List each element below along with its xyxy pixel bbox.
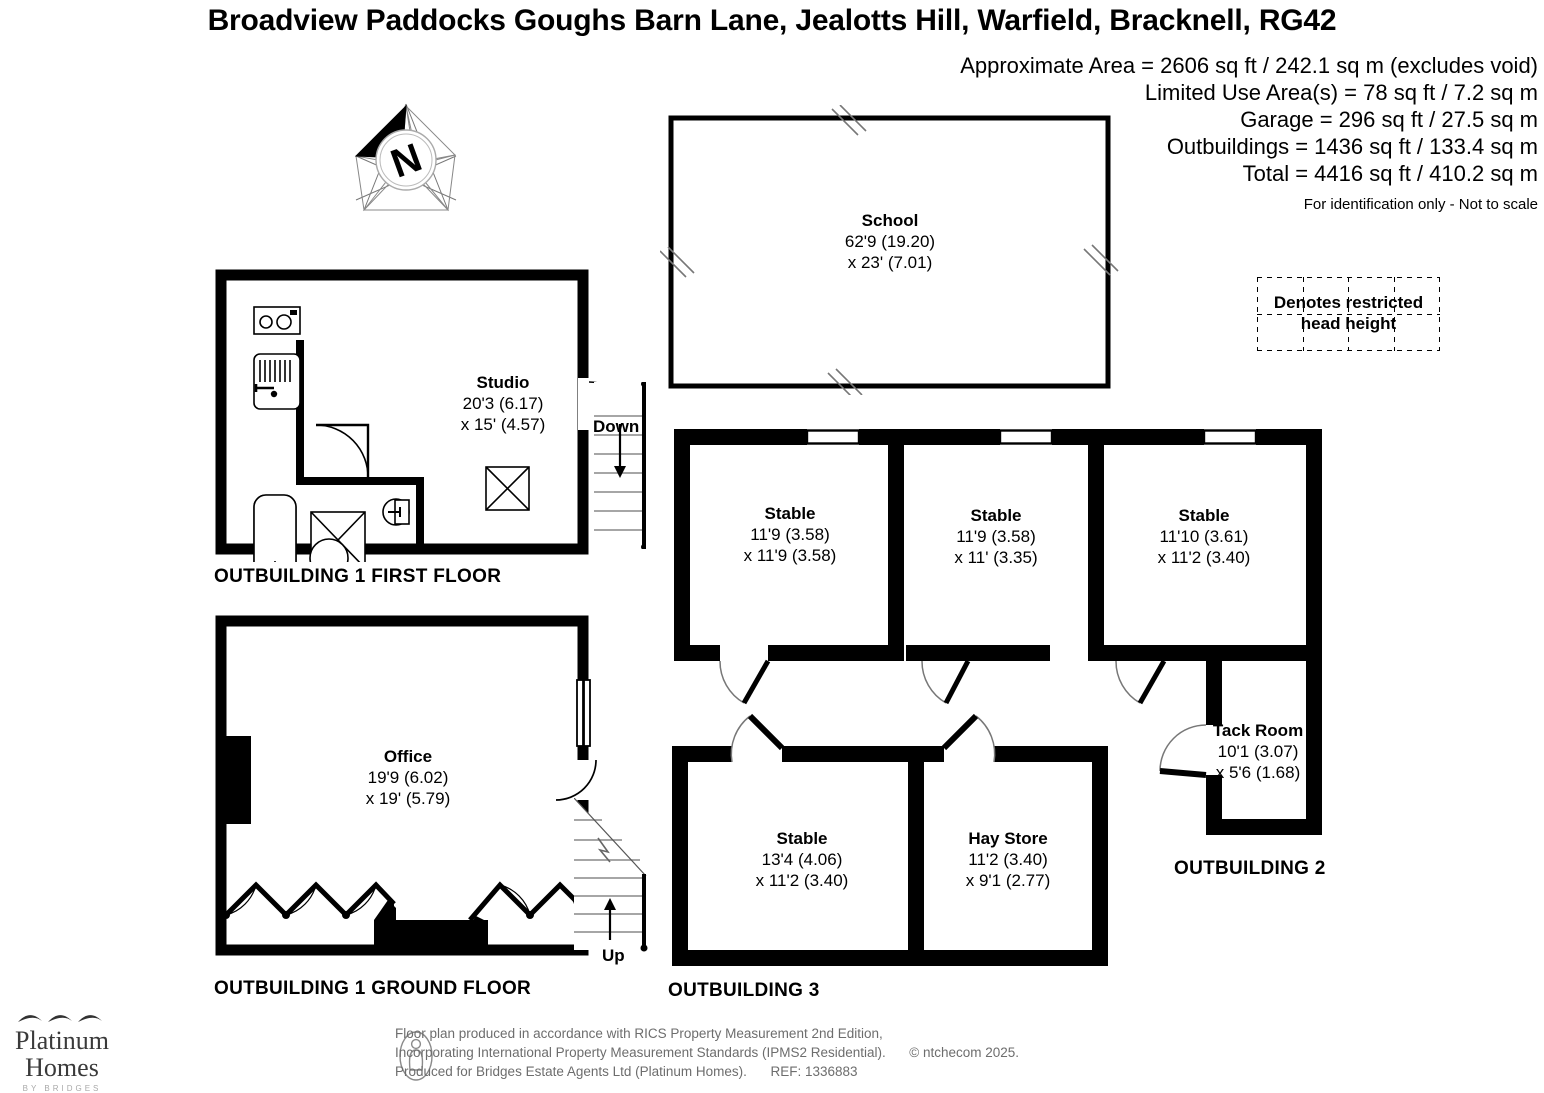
caption-outbuilding-1-ground-floor: OUTBUILDING 1 GROUND FLOOR	[214, 978, 532, 999]
stable-3-label: Stable 11'10 (3.61) x 11'2 (3.40)	[1104, 505, 1304, 568]
tack-room-name: Tack Room	[1212, 721, 1304, 740]
stable-3-dim2: x 11'2 (3.40)	[1157, 548, 1251, 567]
compass-rose: N	[352, 100, 460, 218]
logo-line-1: Platinum	[15, 1026, 109, 1055]
stable-4-name: Stable	[776, 829, 828, 848]
office-label: Office 19'9 (6.02) x 19' (5.79)	[258, 746, 558, 809]
studio-dim1: 20'3 (6.17)	[462, 394, 544, 413]
stable-3-name: Stable	[1178, 506, 1230, 525]
area-garage: Garage = 296 sq ft / 27.5 sq m	[1240, 107, 1538, 132]
restricted-head-height-legend: Denotes restricted head height	[1257, 277, 1440, 351]
stable-2-dim1: 11'9 (3.58)	[956, 527, 1036, 546]
logo-line-2: Homes	[25, 1053, 99, 1082]
staircase-up	[573, 797, 654, 953]
outbuilding-1-first-floor-plan: Down Studio 20'3 (6.17) x 15' (4.57)	[208, 262, 653, 562]
page-title: Broadview Paddocks Goughs Barn Lane, Jea…	[207, 4, 1337, 37]
office-name: Office	[383, 747, 433, 766]
stable-1-name: Stable	[764, 504, 816, 523]
footer-ref: REF: 1336883	[770, 1064, 858, 1079]
birds-icon	[2, 1012, 122, 1028]
stairs-down-label: Down	[593, 417, 640, 436]
stable-1-label: Stable 11'9 (3.58) x 11'9 (3.58)	[690, 503, 890, 566]
logo-line-3: BY BRIDGES	[22, 1084, 102, 1093]
footer-line-2: Incorporating International Property Mea…	[395, 1045, 886, 1060]
area-total: Total = 4416 sq ft / 410.2 sq m	[1242, 161, 1538, 186]
school-dim2: x 23' (7.01)	[847, 253, 933, 272]
stable-1-dim1: 11'9 (3.58)	[750, 525, 830, 544]
stable-4-dim1: 13'4 (4.06)	[761, 850, 843, 869]
stable-2-label: Stable 11'9 (3.58) x 11' (3.35)	[896, 505, 1096, 568]
footer-copyright: © ntchecom 2025.	[909, 1045, 1020, 1060]
footer-line-1: Floor plan produced in accordance with R…	[395, 1026, 883, 1041]
stable-4-dim2: x 11'2 (3.40)	[755, 871, 849, 890]
person-icon	[398, 1030, 434, 1087]
footer-credits: Floor plan produced in accordance with R…	[395, 1024, 1019, 1081]
outbuilding-2-plan: Stable 11'9 (3.58) x 11'9 (3.58) Stable …	[660, 415, 1350, 855]
caption-outbuilding-3: OUTBUILDING 3	[668, 980, 820, 1001]
studio-name: Studio	[476, 373, 530, 392]
stable-1-dim2: x 11'9 (3.58)	[743, 546, 837, 565]
footer-line-3-row: Produced for Bridges Estate Agents Ltd (…	[395, 1062, 1019, 1081]
footer-line-2-row: Incorporating International Property Mea…	[395, 1043, 1019, 1062]
caption-outbuilding-1-first-floor: OUTBUILDING 1 FIRST FLOOR	[214, 566, 502, 587]
hay-store-name: Hay Store	[968, 829, 1048, 848]
stairs-up-label: Up	[602, 946, 625, 965]
school-name: School	[861, 211, 919, 230]
office-dim2: x 19' (5.79)	[365, 789, 451, 808]
tack-room-label: Tack Room 10'1 (3.07) x 5'6 (1.68)	[1158, 720, 1358, 783]
scale-disclaimer: For identification only - Not to scale	[1303, 196, 1538, 213]
hay-store-dim2: x 9'1 (2.77)	[965, 871, 1051, 890]
stable-4-label: Stable 13'4 (4.06) x 11'2 (3.40)	[702, 828, 902, 891]
hay-store-label: Hay Store 11'2 (3.40) x 9'1 (2.77)	[918, 828, 1098, 891]
staircase-down	[594, 381, 647, 550]
area-outbuildings: Outbuildings = 1436 sq ft / 133.4 sq m	[1166, 134, 1538, 159]
outbuilding-1-ground-floor-plan: Up Office 19'9 (6.02) x 19' (5.79)	[208, 608, 653, 968]
tack-room-dim1: 10'1 (3.07)	[1217, 742, 1299, 761]
office-dim1: 19'9 (6.02)	[367, 768, 449, 787]
outbuilding-3-plan: Stable 13'4 (4.06) x 11'2 (3.40) Hay Sto…	[660, 700, 1120, 980]
school-label: School 62'9 (19.20) x 23' (7.01)	[660, 210, 1120, 273]
tack-room-dim2: x 5'6 (1.68)	[1215, 763, 1301, 782]
school-block: School 62'9 (19.20) x 23' (7.01)	[659, 104, 1120, 400]
hay-store-dim1: 11'2 (3.40)	[968, 850, 1048, 869]
caption-outbuilding-2: OUTBUILDING 2	[1174, 858, 1326, 879]
platinum-homes-logo: Platinum Homes BY BRIDGES	[2, 1012, 122, 1093]
legend-hatch-pattern-extra	[1257, 277, 1440, 351]
studio-label: Studio 20'3 (6.17) x 15' (4.57)	[358, 372, 648, 435]
area-approximate: Approximate Area = 2606 sq ft / 242.1 sq…	[960, 53, 1538, 78]
stable-2-dim2: x 11' (3.35)	[954, 548, 1038, 567]
school-dim1: 62'9 (19.20)	[844, 232, 936, 251]
area-summary: Approximate Area = 2606 sq ft / 242.1 sq…	[960, 52, 1538, 187]
legend-text: Denotes restricted head height	[1273, 293, 1424, 333]
studio-dim2: x 15' (4.57)	[460, 415, 546, 434]
stable-2-name: Stable	[970, 506, 1022, 525]
stable-3-dim1: 11'10 (3.61)	[1159, 527, 1249, 546]
area-limited-use: Limited Use Area(s) = 78 sq ft / 7.2 sq …	[1144, 80, 1538, 105]
footer-line-3: Produced for Bridges Estate Agents Ltd (…	[395, 1064, 747, 1079]
